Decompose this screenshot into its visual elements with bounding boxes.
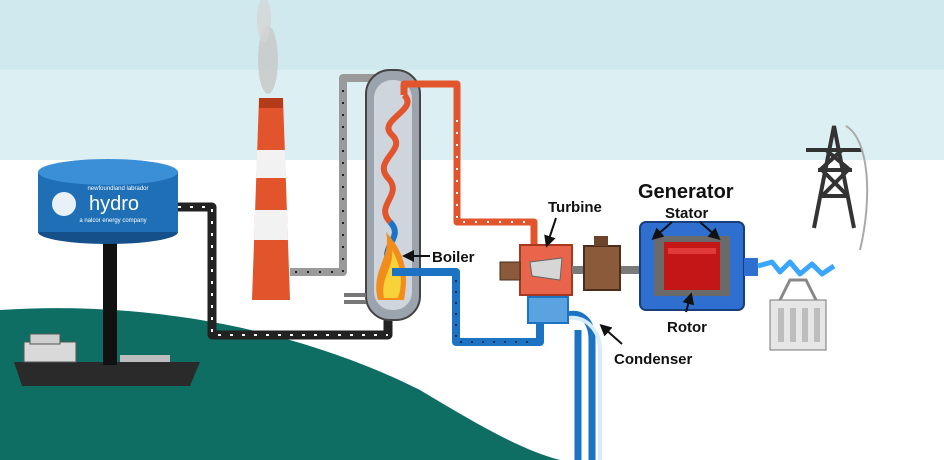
transmission-tower-icon: [806, 125, 869, 251]
turbine-arrow: [544, 217, 557, 248]
coupling-block: [583, 236, 621, 291]
transformer-icon: [769, 278, 827, 351]
stator-arrow-right: [699, 221, 721, 240]
steam-coil: [380, 92, 411, 225]
brand-tagline-text: a nalcor energy company: [79, 218, 146, 224]
sky-band-light: [0, 70, 944, 160]
condenser-arrow: [599, 324, 623, 345]
boiler-label: Boiler: [432, 249, 475, 266]
turbine: [499, 244, 573, 324]
hydro-storage-tank: newfoundland labrador hydro a nalcor ene…: [38, 159, 178, 244]
tank-pole: [103, 230, 117, 365]
rotor-label: Rotor: [667, 319, 707, 336]
generator-label: Generator: [638, 181, 734, 203]
generator: [639, 221, 758, 311]
electric-spark-icon: [757, 259, 836, 277]
turbine-label: Turbine: [548, 199, 602, 216]
oil-tanker-icon: [14, 333, 200, 386]
steam-pipe: [400, 80, 538, 245]
water-pipe: [392, 268, 544, 346]
brand-top-text: newfoundland labrador: [87, 186, 148, 192]
oil-pipe: [178, 202, 393, 340]
brand-name-text: hydro: [89, 193, 139, 215]
stator-label: Stator: [665, 205, 709, 222]
smokestack-icon: [252, 0, 290, 300]
condenser-label: Condenser: [614, 351, 693, 368]
stator-arrow-left: [651, 221, 673, 240]
rotor-arrow: [682, 292, 695, 313]
green-hill: [0, 308, 560, 460]
